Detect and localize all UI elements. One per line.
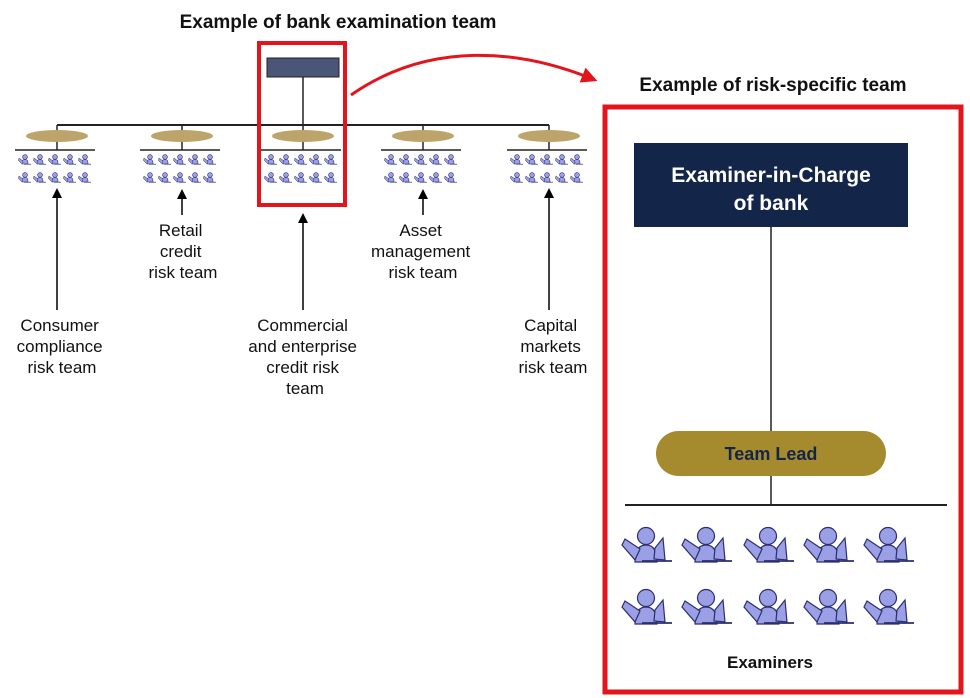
consumer-compliance-label: Consumer compliance risk team bbox=[17, 316, 108, 377]
mini-examiner-icon bbox=[429, 154, 443, 165]
eic-box-small bbox=[266, 57, 340, 78]
team-lead-oval bbox=[26, 130, 88, 142]
mini-examiner-icon bbox=[309, 172, 323, 183]
mini-examiner-icon bbox=[399, 154, 413, 165]
bank-team-title: Example of bank examination team bbox=[180, 12, 497, 33]
team-group-consumer bbox=[15, 125, 95, 183]
mini-examiner-icon bbox=[540, 172, 554, 183]
mini-examiner-icon bbox=[399, 172, 413, 183]
mini-examiner-icon bbox=[510, 172, 524, 183]
team-lead-oval bbox=[151, 130, 213, 142]
team-group-commercial bbox=[261, 125, 341, 183]
mini-examiner-icon bbox=[525, 172, 539, 183]
mini-examiner-icon bbox=[173, 154, 187, 165]
mini-examiner-icon bbox=[555, 172, 569, 183]
mini-examiner-icon bbox=[143, 154, 157, 165]
mini-examiner-icon bbox=[33, 172, 47, 183]
mini-examiner-icon bbox=[188, 154, 202, 165]
mini-examiner-icon bbox=[264, 172, 278, 183]
mini-examiner-icon bbox=[294, 154, 308, 165]
eic-box bbox=[634, 143, 908, 227]
examiner-person-icon bbox=[621, 588, 673, 625]
mini-examiner-icon bbox=[444, 154, 458, 165]
examiner-person-icon bbox=[803, 526, 855, 563]
team-lead-label: Team Lead bbox=[725, 444, 818, 464]
examiner-person-icon bbox=[681, 588, 733, 625]
mini-examiner-icon bbox=[570, 172, 584, 183]
mini-examiner-icon bbox=[18, 154, 32, 165]
highlight-box bbox=[257, 41, 347, 207]
eic-label-line2: of bank bbox=[734, 192, 809, 215]
team-lead-oval bbox=[272, 130, 334, 142]
mini-examiner-icon bbox=[555, 154, 569, 165]
team-lead-oval bbox=[392, 130, 454, 142]
mini-examiner-icon bbox=[158, 154, 172, 165]
team-group-capital bbox=[507, 125, 587, 183]
mini-examiner-icon bbox=[309, 154, 323, 165]
mini-examiner-icon bbox=[414, 154, 428, 165]
team-group-retail bbox=[140, 125, 220, 183]
mini-examiner-icon bbox=[540, 154, 554, 165]
team-group-asset bbox=[381, 125, 461, 183]
mini-examiner-icon bbox=[525, 154, 539, 165]
retail-credit-label: Retail credit risk team bbox=[149, 221, 218, 282]
team-lead-pill bbox=[656, 431, 886, 476]
mini-examiner-icon bbox=[294, 172, 308, 183]
examiner-person-icon bbox=[621, 526, 673, 563]
mini-examiner-icon bbox=[78, 172, 92, 183]
mini-examiner-icon bbox=[324, 154, 338, 165]
team-lead-oval bbox=[518, 130, 580, 142]
mini-examiner-icon bbox=[510, 154, 524, 165]
eic-label-line1: Examiner-in-Charge bbox=[671, 164, 871, 187]
mini-examiner-icon bbox=[414, 172, 428, 183]
mini-examiner-icon bbox=[279, 172, 293, 183]
examiner-person-icon bbox=[863, 588, 915, 625]
examiner-person-icon bbox=[743, 526, 795, 563]
mini-examiner-icon bbox=[18, 172, 32, 183]
examiner-person-icon bbox=[743, 588, 795, 625]
mini-examiner-icon bbox=[279, 154, 293, 165]
capital-markets-label: Capital markets risk team bbox=[519, 316, 588, 377]
examiner-grid bbox=[621, 526, 915, 625]
examiner-person-icon bbox=[803, 588, 855, 625]
risk-team-title: Example of risk-specific team bbox=[639, 75, 906, 96]
examiners-label: Examiners bbox=[727, 653, 813, 672]
mini-examiner-icon bbox=[384, 172, 398, 183]
commercial-enterprise-label: Commercial and enterprise credit risk te… bbox=[248, 316, 361, 398]
mini-examiner-icon bbox=[264, 154, 278, 165]
mini-examiner-icon bbox=[324, 172, 338, 183]
mini-examiner-icon bbox=[63, 172, 77, 183]
mini-examiner-icon bbox=[203, 172, 217, 183]
mini-examiner-icon bbox=[429, 172, 443, 183]
asset-management-label: Asset management risk team bbox=[371, 221, 475, 282]
mini-examiner-icon bbox=[33, 154, 47, 165]
zoom-arrow bbox=[350, 53, 598, 97]
examiner-person-icon bbox=[863, 526, 915, 563]
team-groups bbox=[15, 125, 587, 183]
mini-examiner-icon bbox=[143, 172, 157, 183]
mini-examiner-icon bbox=[173, 172, 187, 183]
mini-examiner-icon bbox=[63, 154, 77, 165]
mini-examiner-icon bbox=[78, 154, 92, 165]
mini-examiner-icon bbox=[48, 172, 62, 183]
mini-examiner-icon bbox=[48, 154, 62, 165]
examiner-person-icon bbox=[681, 526, 733, 563]
mini-examiner-icon bbox=[444, 172, 458, 183]
mini-examiner-icon bbox=[188, 172, 202, 183]
risk-team-panel bbox=[602, 104, 964, 695]
mini-examiner-icon bbox=[158, 172, 172, 183]
mini-examiner-icon bbox=[203, 154, 217, 165]
mini-examiner-icon bbox=[570, 154, 584, 165]
mini-examiner-icon bbox=[384, 154, 398, 165]
